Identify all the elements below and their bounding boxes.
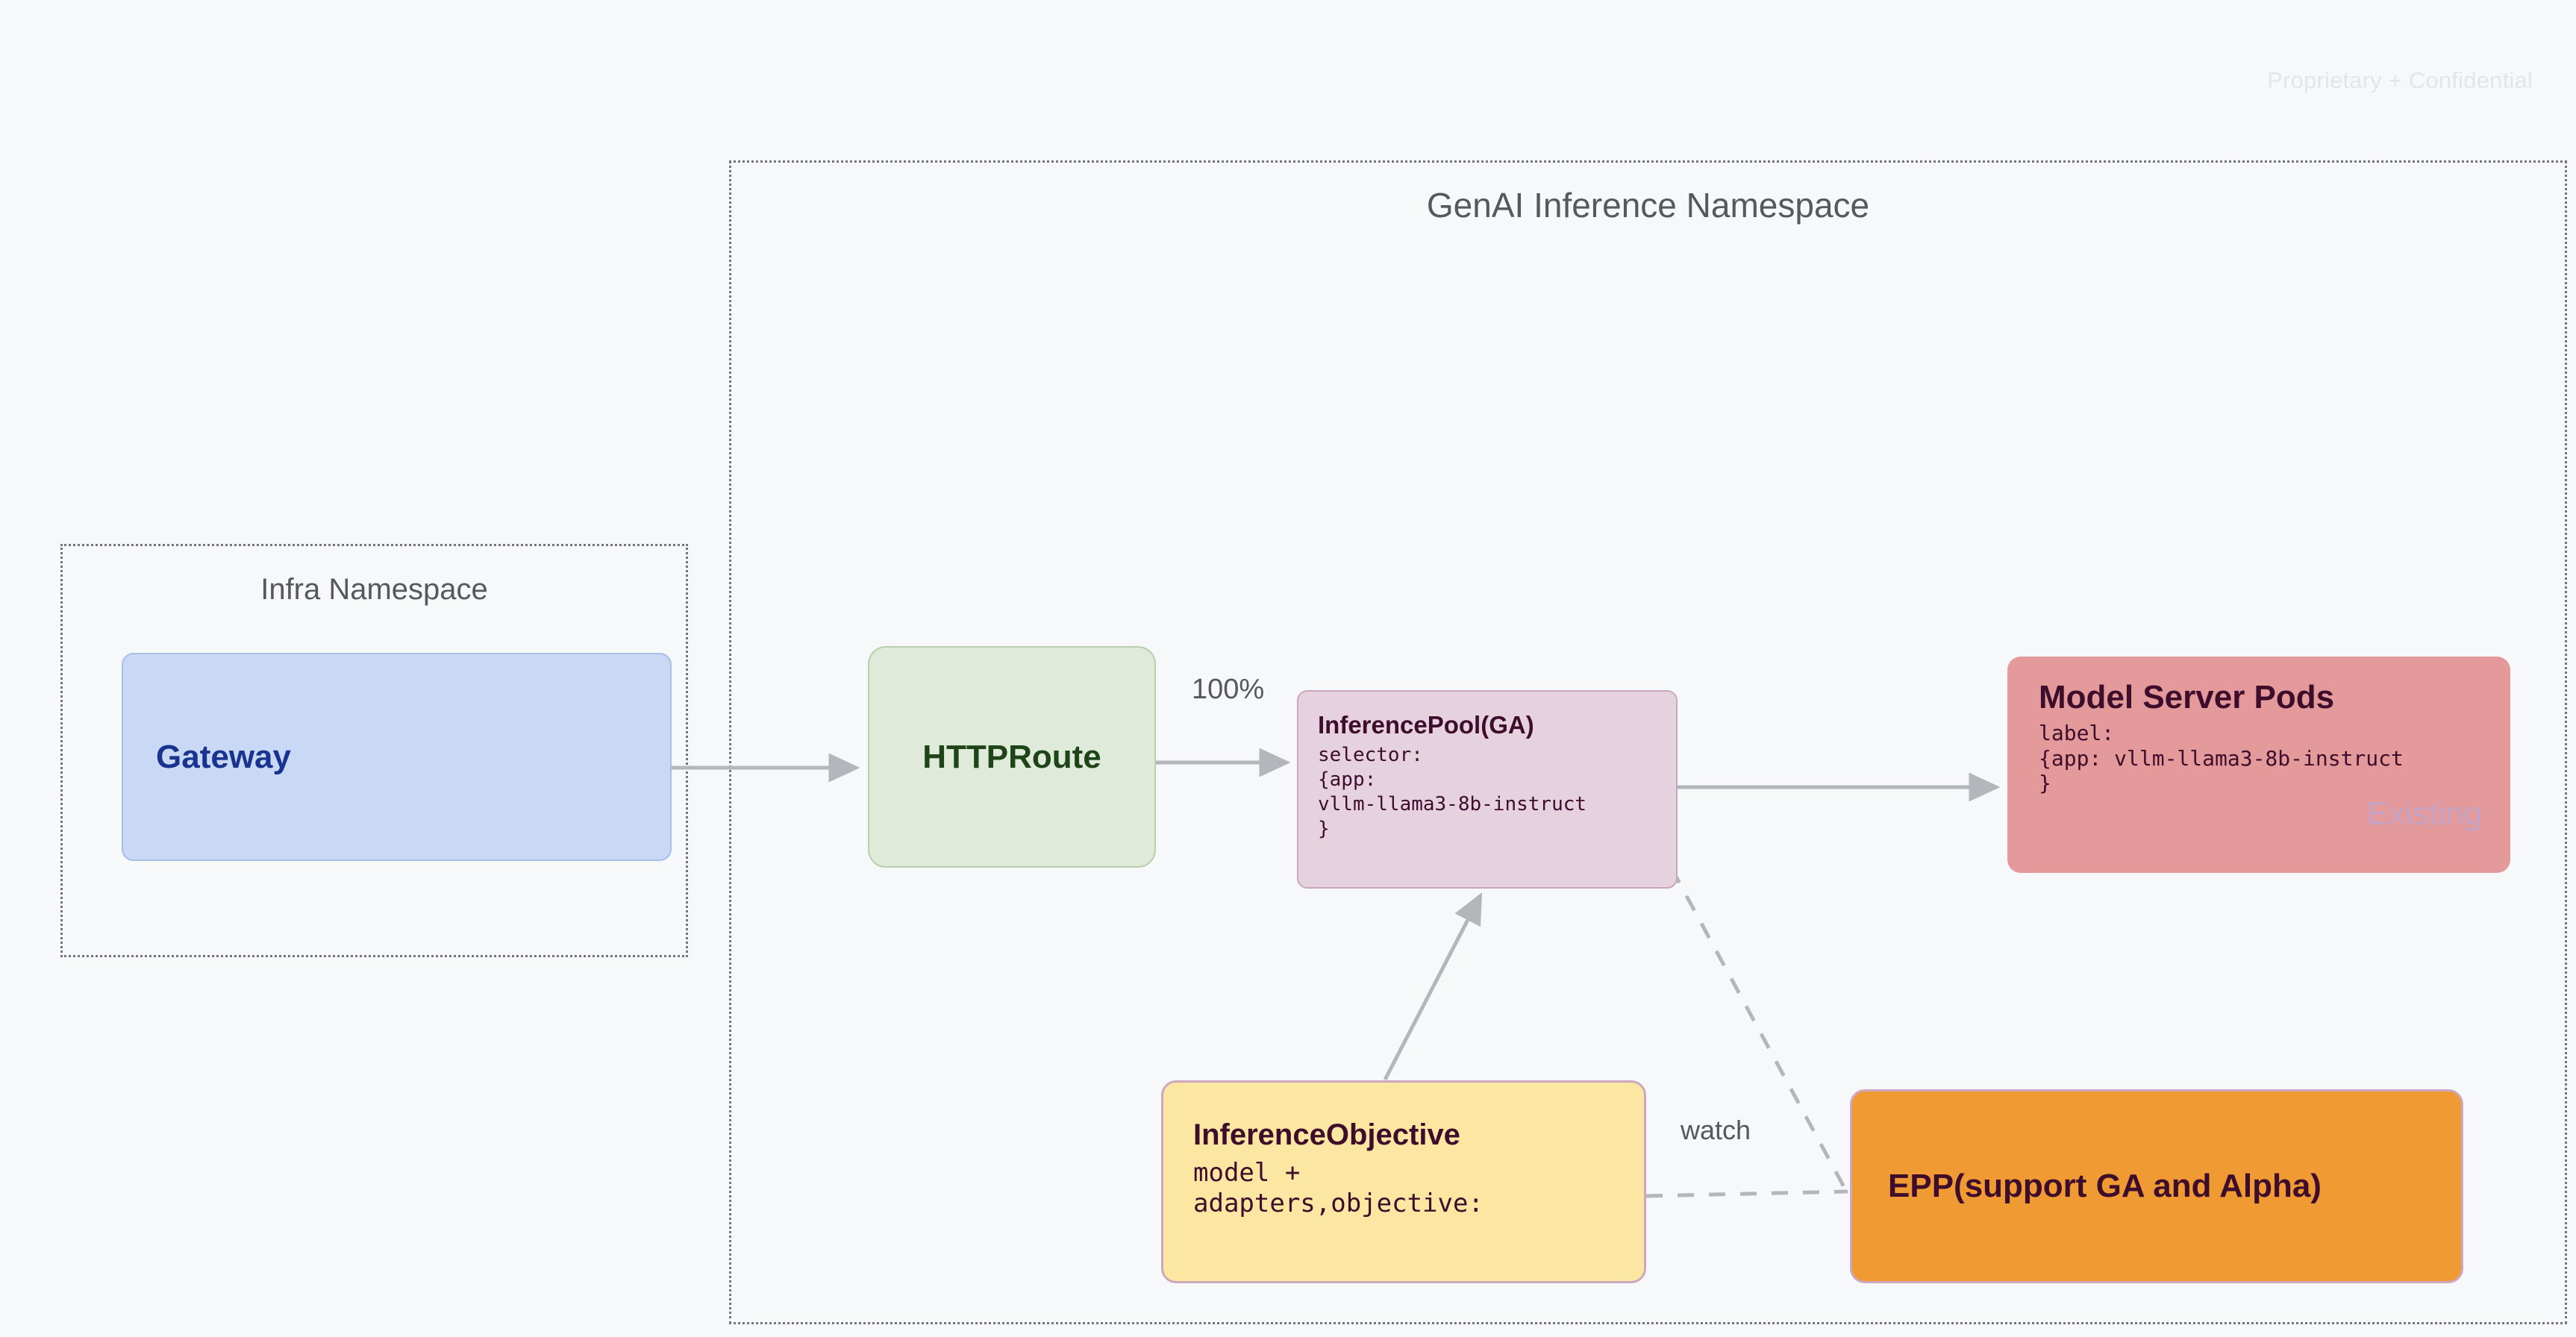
existing-badge: Existing — [2366, 795, 2482, 832]
node-inferencepool-title: InferencePool(GA) — [1318, 711, 1534, 739]
node-httproute[interactable]: HTTPRoute — [868, 646, 1156, 868]
namespace-infra-title: Infra Namespace — [260, 573, 488, 606]
node-inferencepool-selector: selector: {app: vllm-llama3-8b-instruct … — [1318, 744, 1587, 841]
node-inference-objective-spec: model + adapters,objective: — [1193, 1158, 1484, 1219]
node-gateway[interactable]: Gateway — [122, 653, 672, 861]
confidential-watermark: Proprietary + Confidential — [2267, 67, 2533, 93]
node-epp-title: EPP(support GA and Alpha) — [1888, 1168, 2322, 1204]
node-model-server-pods-title: Model Server Pods — [2039, 679, 2335, 716]
node-httproute-title: HTTPRoute — [922, 738, 1101, 775]
edge-label-watch: watch — [1681, 1115, 1751, 1145]
node-gateway-title: Gateway — [156, 738, 291, 775]
node-inference-objective[interactable]: InferenceObjective model + adapters,obje… — [1161, 1080, 1646, 1283]
namespace-genai-inference — [729, 160, 2567, 1324]
node-inference-objective-title: InferenceObjective — [1193, 1118, 1460, 1151]
namespace-genai-inference-title: GenAI Inference Namespace — [1426, 186, 1870, 225]
node-model-server-pods[interactable]: Model Server Pods label: {app: vllm-llam… — [2007, 657, 2510, 873]
edge-label-traffic-weight: 100% — [1192, 674, 1265, 705]
node-model-server-pods-label: label: {app: vllm-llama3-8b-instruct } — [2039, 721, 2404, 796]
node-epp[interactable]: EPP(support GA and Alpha) — [1850, 1089, 2463, 1283]
node-inferencepool[interactable]: InferencePool(GA) selector: {app: vllm-l… — [1297, 690, 1678, 889]
namespace-infra — [60, 544, 688, 957]
